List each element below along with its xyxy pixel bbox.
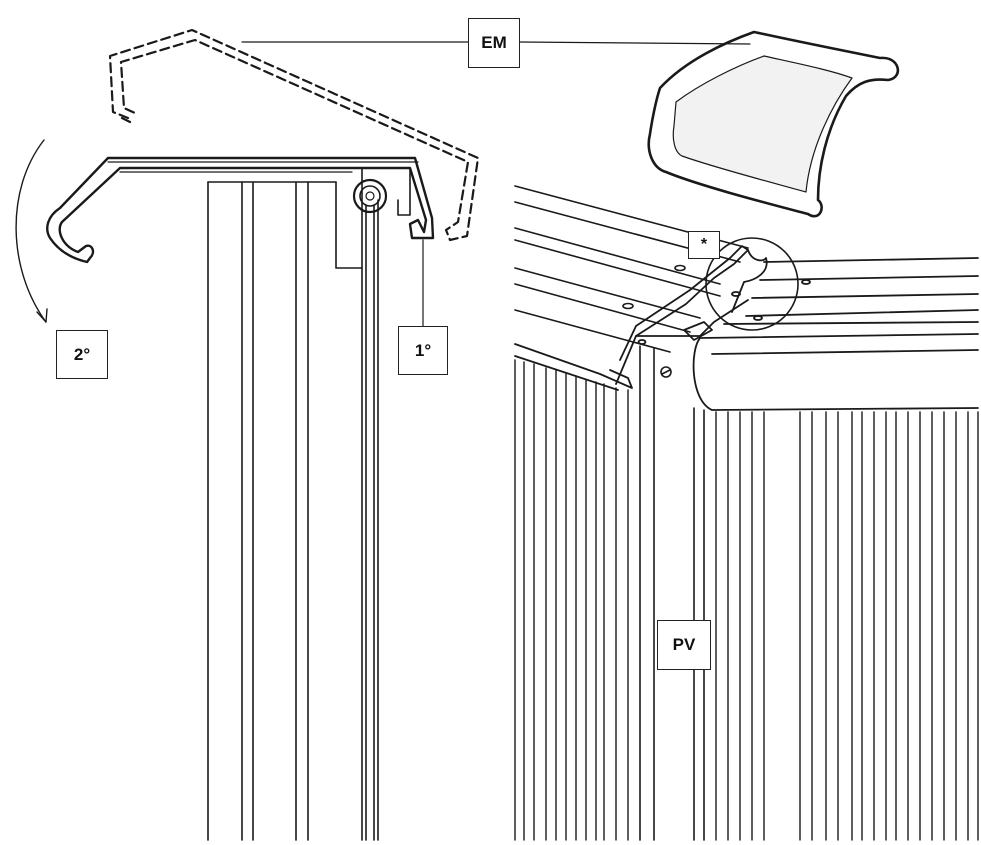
top-rail bbox=[352, 167, 411, 841]
left-rail-lip bbox=[514, 343, 633, 391]
coping-profile bbox=[46, 156, 435, 264]
cross-section-detail bbox=[15, 28, 480, 841]
connector-plate bbox=[615, 245, 749, 385]
callout-first-step: 1° bbox=[398, 326, 448, 375]
rotation-arrow bbox=[15, 139, 48, 323]
upright-post bbox=[639, 345, 705, 841]
right-rail bbox=[692, 249, 979, 411]
leader-em-right bbox=[519, 41, 751, 45]
callout-em: EM bbox=[468, 18, 520, 68]
coping-ghost-dashed bbox=[108, 28, 480, 242]
wall-upright bbox=[207, 181, 363, 841]
rear-rail bbox=[514, 185, 749, 353]
coping-cap-piece bbox=[647, 30, 900, 218]
callout-second-step: 2° bbox=[56, 330, 108, 379]
wall-panel-left bbox=[514, 359, 629, 841]
callout-star: * bbox=[688, 231, 720, 259]
joint-3d-view bbox=[241, 30, 979, 841]
wall-panel-right bbox=[715, 411, 979, 841]
callout-pv: PV bbox=[657, 620, 711, 670]
detail-circle bbox=[705, 237, 799, 331]
